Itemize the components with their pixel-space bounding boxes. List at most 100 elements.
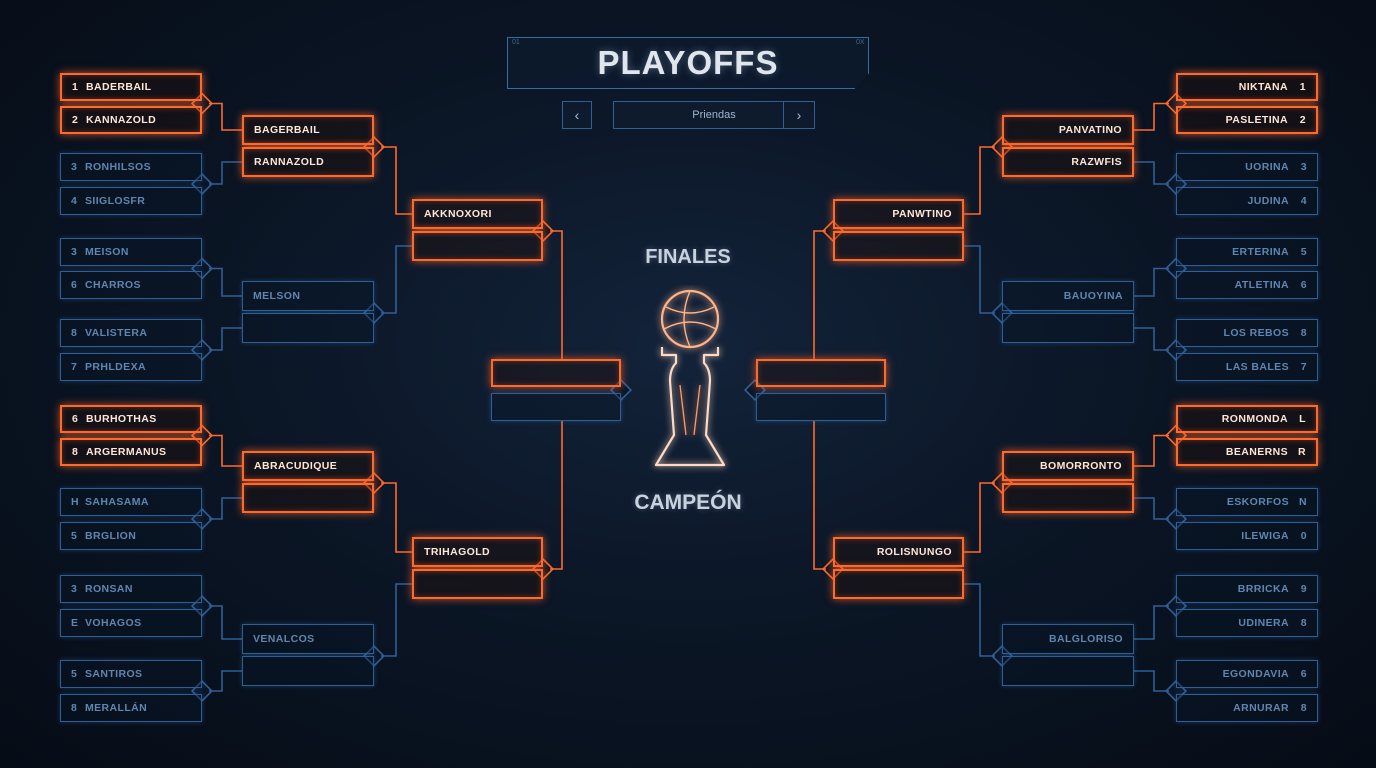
team-name: MEISON — [85, 246, 129, 258]
team-name: ESKORFOS — [1226, 496, 1289, 508]
connector-line — [381, 245, 412, 314]
team-name: BAGERBAIL — [254, 124, 321, 136]
team-seed: 2 — [72, 114, 79, 126]
playoffs-title-panel: PLAYOFFS — [507, 37, 869, 89]
right-r3-slot[interactable] — [833, 569, 964, 599]
left-r2-slot[interactable] — [242, 656, 374, 686]
right-r2-slot[interactable]: BAUOYINA — [1002, 281, 1134, 311]
left-r3-slot[interactable] — [412, 569, 543, 599]
next-button[interactable]: › — [783, 102, 814, 128]
left-final-slot[interactable] — [491, 393, 621, 421]
team-name: RANNAZOLD — [254, 156, 325, 168]
team-name: TRIHAGOLD — [424, 546, 491, 558]
connector-line — [1134, 327, 1169, 351]
connector-line — [209, 670, 242, 692]
right-r2-slot[interactable] — [1002, 313, 1134, 343]
connector-line — [813, 230, 826, 359]
right-r3-slot[interactable] — [833, 231, 964, 261]
left-r1-slot[interactable]: 7 PRHLDEXA — [60, 353, 202, 381]
right-r2-slot[interactable]: BALGLORISO — [1002, 624, 1134, 654]
left-r2-slot[interactable]: VENALCOS — [242, 624, 374, 654]
team-name: SIIGLOSFR — [85, 195, 146, 207]
left-r2-slot[interactable]: MELSON — [242, 281, 374, 311]
team-seed: 8 — [1300, 702, 1307, 714]
team-name: PASLETINA — [1225, 114, 1288, 126]
team-seed: 2 — [1299, 114, 1306, 126]
team-seed: 8 — [1300, 327, 1307, 339]
right-r2-slot[interactable]: BOMORRONTO — [1002, 451, 1134, 481]
left-r2-slot[interactable]: ABRACUDIQUE — [242, 451, 374, 481]
team-name: BOMORRONTO — [1040, 460, 1122, 472]
right-r3-slot[interactable]: ROLISNUNGO — [833, 537, 964, 567]
connector-line — [1134, 497, 1169, 520]
connector-line — [209, 434, 242, 467]
right-r3-slot[interactable]: PANWTINO — [833, 199, 964, 229]
connector-line — [813, 421, 826, 570]
right-r1-slot[interactable]: PASLETINA 2 — [1176, 106, 1318, 134]
right-r2-slot[interactable] — [1002, 656, 1134, 686]
connector-line — [381, 583, 412, 657]
team-name: VALISTERA — [85, 327, 148, 339]
team-name: RAZWFIS — [1071, 156, 1122, 168]
left-r2-slot[interactable]: BAGERBAIL — [242, 115, 374, 145]
team-seed: R — [1298, 446, 1306, 458]
team-seed: 5 — [71, 668, 78, 680]
round-selector[interactable]: Priendas › — [613, 101, 815, 129]
page-title: PLAYOFFS — [597, 44, 779, 81]
team-name: PRHLDEXA — [85, 361, 146, 373]
right-r1-slot[interactable]: ESKORFOS N — [1176, 488, 1318, 516]
prev-button[interactable]: ‹ — [562, 101, 592, 129]
team-name: RONMONDA — [1221, 413, 1288, 425]
right-final-slot[interactable] — [756, 359, 886, 387]
team-seed: 0 — [1300, 530, 1307, 542]
left-r3-slot[interactable] — [412, 231, 543, 261]
left-r3-slot[interactable]: AKKNOXORI — [412, 199, 543, 229]
left-final-slot[interactable] — [491, 359, 621, 387]
connector-line — [964, 583, 995, 657]
team-seed: 7 — [71, 361, 78, 373]
left-r2-slot[interactable] — [242, 313, 374, 343]
right-r2-slot[interactable]: PANVATINO — [1002, 115, 1134, 145]
left-r3-slot[interactable]: TRIHAGOLD — [412, 537, 543, 567]
connector-line — [1134, 434, 1169, 467]
right-final-slot[interactable] — [756, 393, 886, 421]
right-r2-slot[interactable]: RAZWFIS — [1002, 147, 1134, 177]
team-name: BALGLORISO — [1049, 633, 1123, 645]
connector-line — [209, 327, 242, 351]
left-r2-slot[interactable] — [242, 483, 374, 513]
team-seed: 3 — [1300, 161, 1307, 173]
team-seed: N — [1299, 496, 1307, 508]
right-r2-slot[interactable] — [1002, 483, 1134, 513]
left-r2-slot[interactable]: RANNAZOLD — [242, 147, 374, 177]
team-name: ERTERINA — [1232, 246, 1289, 258]
